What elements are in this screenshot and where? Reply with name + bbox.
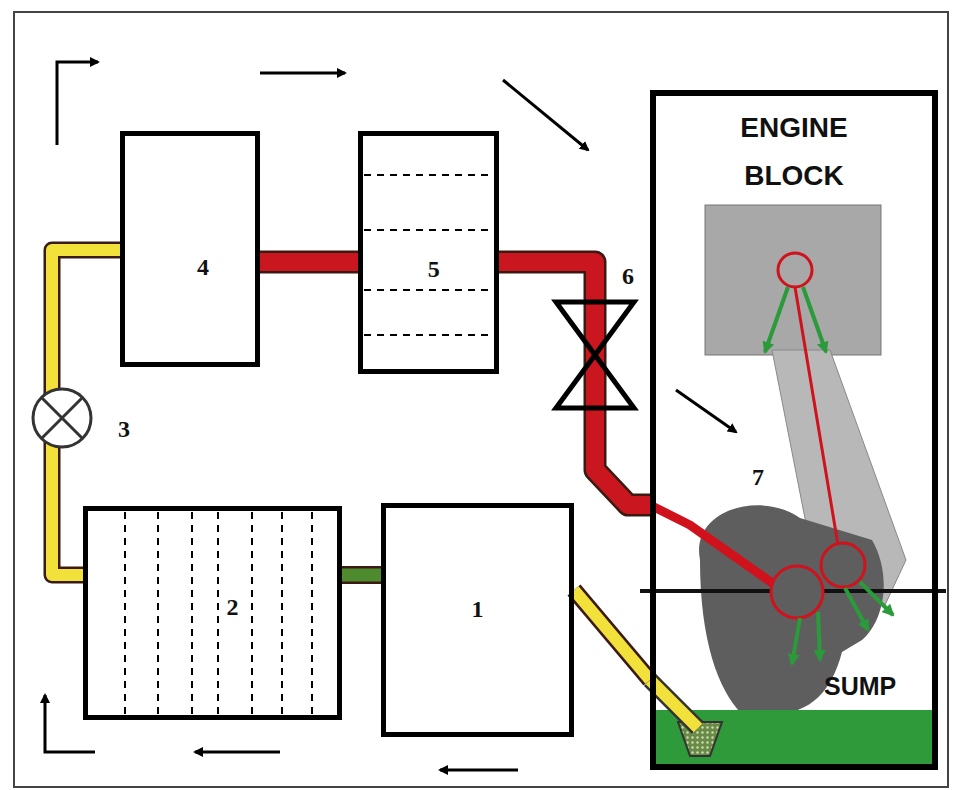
- callout-number: 6: [622, 263, 634, 289]
- oil-pipe: [342, 575, 381, 576]
- flow-arrows: [45, 62, 736, 770]
- region-label: SUMP: [824, 673, 896, 701]
- valve-symbol: [556, 302, 634, 408]
- frame: [14, 12, 948, 787]
- oil-spray-arrows: [765, 287, 893, 664]
- component-box: 2: [83, 506, 342, 720]
- component-box: 5: [358, 131, 499, 374]
- cooler-lines: [125, 512, 312, 714]
- oil-gallery: [650, 253, 865, 618]
- block-title: ENGINE BLOCK: [704, 104, 884, 200]
- pickup-pipe: [650, 680, 698, 728]
- oil-pipe: [260, 262, 358, 263]
- callout-number: 4: [194, 254, 212, 280]
- engine-block: ENGINE BLOCK: [650, 90, 938, 770]
- callout-number: 1: [469, 596, 487, 622]
- filter-lines: [364, 175, 493, 335]
- oil-pipe: [574, 590, 650, 680]
- callout-number: 5: [425, 256, 443, 282]
- callout-number: 7: [752, 464, 764, 490]
- pump-symbol: [33, 389, 91, 447]
- callout-number: 3: [118, 416, 130, 442]
- piston: [705, 205, 881, 355]
- component-box: 1: [381, 503, 574, 737]
- strainer: [678, 722, 722, 756]
- oil-pipe: [499, 262, 650, 505]
- callout-number: 2: [223, 594, 241, 620]
- component-box: 4: [120, 131, 260, 367]
